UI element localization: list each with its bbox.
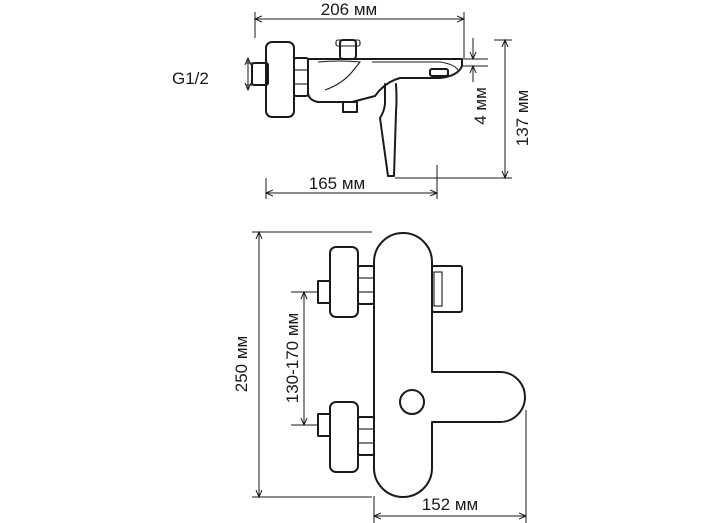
side-view: 206 мм G1/2 4 мм 137 мм: [172, 0, 532, 199]
dim-lever-length: 152 мм: [374, 410, 526, 523]
dim-center-distance: 130-170 мм: [283, 292, 318, 425]
dim-overall-width: 206 мм: [255, 0, 464, 58]
dim-thread: G1/2: [172, 58, 255, 90]
side-aerator: [429, 68, 449, 77]
label-outlet-height: 4 мм: [471, 87, 490, 125]
side-connector-stub: [251, 62, 269, 86]
label-overall-width: 206 мм: [321, 0, 377, 19]
label-overall-height: 137 мм: [513, 90, 532, 146]
front-lever-hole: [399, 389, 425, 415]
front-upper-flange: [329, 246, 359, 318]
front-upper-stub: [317, 280, 331, 304]
dim-projection: 165 мм: [266, 165, 437, 199]
side-diverter-knob: [339, 39, 357, 60]
label-thread: G1/2: [172, 69, 209, 88]
label-body-height: 250 мм: [232, 336, 251, 392]
front-view: 250 мм 130-170 мм 152 мм: [232, 232, 526, 523]
side-valve-body: [307, 58, 463, 103]
label-projection: 165 мм: [309, 174, 365, 193]
side-hex-nut: [293, 57, 309, 97]
front-lower-flange: [329, 401, 359, 473]
dim-overall-height: 137 мм: [395, 40, 532, 178]
dim-outlet-height: 4 мм: [462, 38, 490, 125]
side-flange: [265, 41, 295, 118]
side-bottom-stub: [342, 101, 358, 113]
side-lever: [379, 83, 398, 177]
dim-body-height: 250 мм: [232, 232, 372, 497]
front-lower-stub: [317, 413, 331, 437]
front-spout: [431, 265, 463, 313]
label-lever-length: 152 мм: [422, 495, 478, 514]
front-body: [373, 232, 526, 498]
label-center-distance: 130-170 мм: [283, 313, 302, 404]
